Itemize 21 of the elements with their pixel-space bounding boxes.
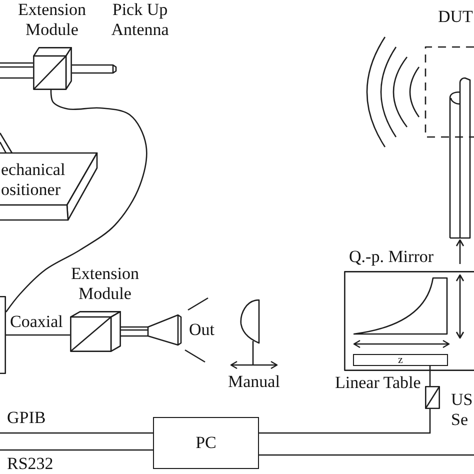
- cable: [5, 90, 148, 312]
- table-bar: [353, 354, 448, 366]
- converter-label: US Se: [451, 390, 474, 430]
- connector-line: [259, 454, 474, 456]
- module-label: Extension Module: [17, 0, 87, 40]
- connector-line: [429, 366, 431, 386]
- part-label: Pick Up Antenna: [110, 0, 170, 40]
- mirror-label: Q.-p. Mirror: [349, 247, 434, 267]
- cable: [6, 334, 70, 336]
- part-label: DUT: [438, 7, 473, 27]
- part-label: Manual: [228, 372, 280, 392]
- positioner-label: echanical ositioner: [1, 160, 66, 200]
- module-label: Extension Module: [70, 264, 140, 304]
- connector-line: [0, 449, 153, 451]
- connector-line: [0, 432, 153, 434]
- connector-line: [259, 409, 431, 434]
- axis-label: z: [398, 356, 403, 364]
- computer-box: [153, 417, 259, 469]
- part-label: Out: [189, 320, 214, 340]
- part-label: Linear Table: [335, 373, 421, 393]
- computer-label: PC: [196, 433, 216, 453]
